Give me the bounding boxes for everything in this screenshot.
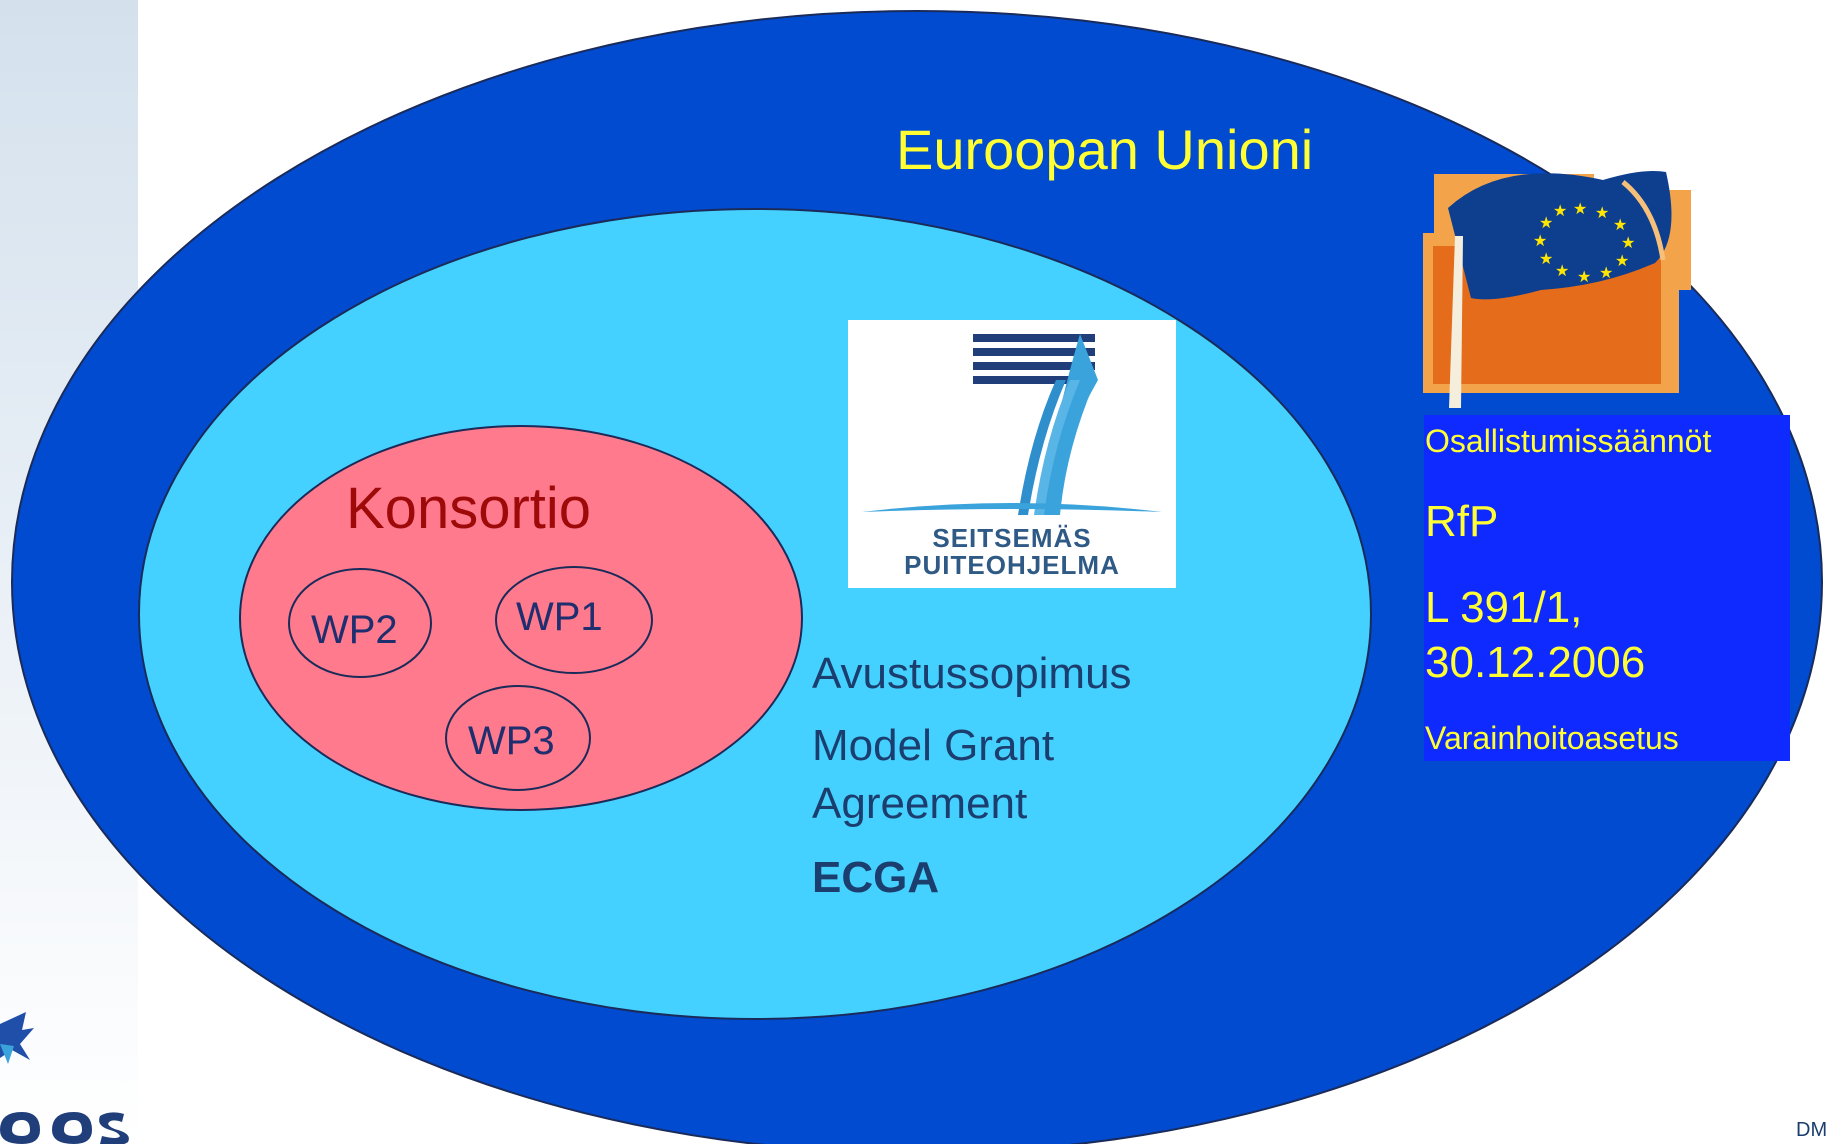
eu-flag-icon: ★★★ ★★★ ★★★ ★★★ xyxy=(1423,171,1691,408)
svg-text:★: ★ xyxy=(1599,263,1613,282)
organization-logo-icon xyxy=(0,1012,129,1144)
fp7-logo-icon xyxy=(862,334,1162,515)
model-grant-agreement-line: Model Grant xyxy=(812,721,1055,770)
svg-text:★: ★ xyxy=(1577,267,1591,286)
svg-text:★: ★ xyxy=(1533,231,1547,250)
regulation-reference: L 391/1, xyxy=(1425,583,1583,632)
work-package-label: WP3 xyxy=(468,719,555,763)
wp3-ellipse xyxy=(445,685,591,791)
fp7-logo-text: SEITSEMÄS xyxy=(932,523,1092,553)
consortium-ellipse xyxy=(239,425,803,811)
svg-text:★: ★ xyxy=(1613,215,1627,234)
author-initials: DM xyxy=(1796,1119,1828,1141)
svg-text:★: ★ xyxy=(1539,249,1553,268)
consortium-title: Konsortio xyxy=(346,476,592,541)
grant-agreement-label: Avustussopimus xyxy=(812,649,1132,698)
work-package-label: WP1 xyxy=(516,595,603,639)
wp1-ellipse xyxy=(495,566,653,674)
svg-text:★: ★ xyxy=(1573,199,1587,218)
financial-regulation-label: Varainhoitoasetus xyxy=(1425,720,1679,756)
rules-of-participation-label: Osallistumissäännöt xyxy=(1425,423,1712,459)
svg-text:★: ★ xyxy=(1555,261,1569,280)
ecga-label: ECGA xyxy=(812,853,940,902)
svg-text:★: ★ xyxy=(1553,201,1567,220)
eu-rules-box xyxy=(1424,415,1790,761)
fp7-logo-box: SEITSEMÄS PUITEOHJELMA xyxy=(848,320,1176,588)
regulation-date: 30.12.2006 xyxy=(1425,638,1646,687)
eu-title: Euroopan Unioni xyxy=(896,118,1314,181)
svg-text:★: ★ xyxy=(1615,251,1629,270)
svg-text:★: ★ xyxy=(1595,203,1609,222)
svg-text:★: ★ xyxy=(1539,213,1553,232)
fp7-logo-text: PUITEOHJELMA xyxy=(904,550,1120,580)
svg-text:★: ★ xyxy=(1621,233,1635,252)
model-grant-agreement-line: Agreement xyxy=(812,779,1028,828)
rfp-label: RfP xyxy=(1425,497,1499,546)
work-package-label: WP2 xyxy=(311,608,398,652)
wp2-ellipse xyxy=(288,568,432,678)
